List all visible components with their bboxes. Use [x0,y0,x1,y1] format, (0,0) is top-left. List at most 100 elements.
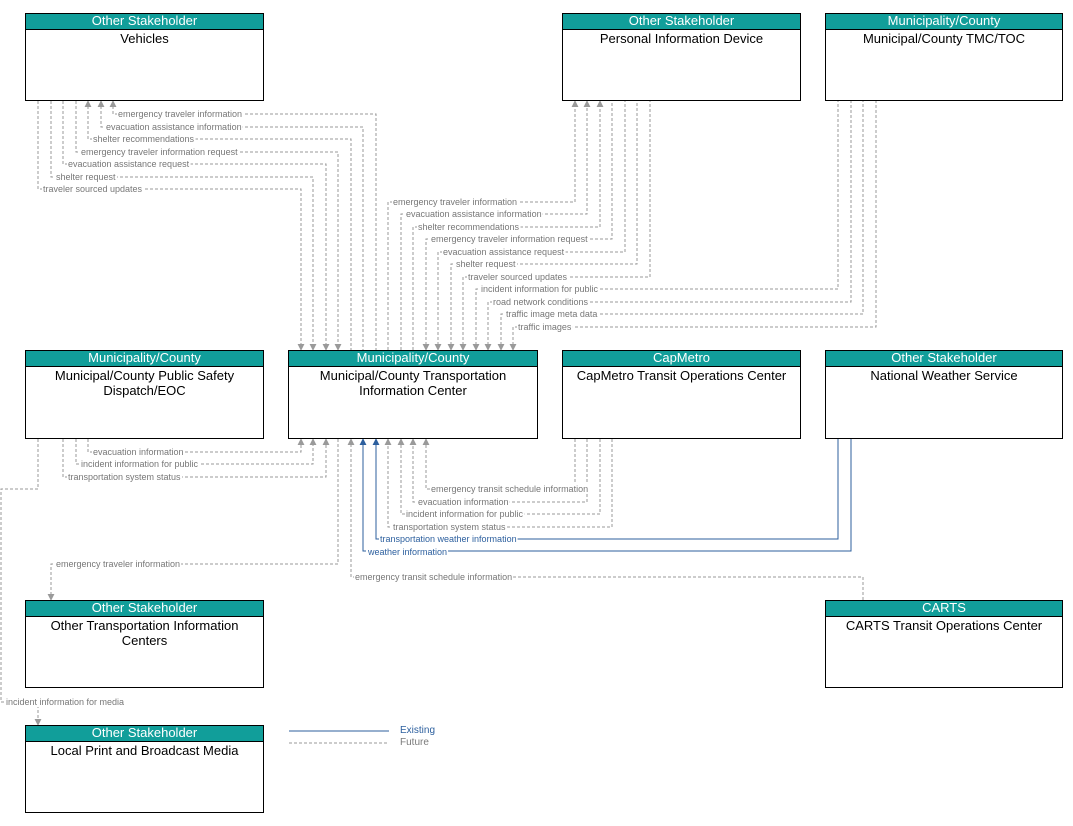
flow-label-pid-tsu: traveler sourced updates [468,272,568,282]
flow-label-backing [92,447,185,457]
flow-label-backing [492,297,590,307]
flow-line-veh-shr [50,101,317,351]
flow-label-pid-eai: evacuation assistance information [406,209,542,219]
node-municipal-county-tmc-toc[interactable]: Municipality/County Municipal/County TMC… [825,13,1063,101]
flow-line-veh-tsu [37,101,305,351]
node-stakeholder: CARTS [826,601,1062,617]
flow-label-nws-wi: weather information [367,547,447,557]
flow-label-backing [405,209,543,219]
flow-label-backing [417,497,510,507]
flow-label-backing [117,109,244,119]
flow-label-otic-eti: emergency traveler information [56,559,180,569]
flow-label-backing [366,547,449,557]
flow-label-backing [55,172,118,182]
node-capmetro-transit-operations[interactable]: CapMetro CapMetro Transit Operations Cen… [562,350,801,439]
flow-label-backing [417,222,521,232]
node-local-print-broadcast-media[interactable]: Other Stakeholder Local Print and Broadc… [25,725,264,813]
flow-label-backing [67,472,183,482]
flow-line-tmc-ti [509,101,877,351]
flow-line-pid-shr [447,101,638,351]
flow-line-psd-iip [75,438,317,465]
flow-label-backing [67,159,191,169]
node-stakeholder: Other Stakeholder [826,351,1062,367]
node-stakeholder: Municipality/County [289,351,537,367]
flow-line-veh-ear [62,101,330,351]
node-other-transportation-information-centers[interactable]: Other Stakeholder Other Transportation I… [25,600,264,688]
flow-label-veh-eai: evacuation assistance information [106,122,242,132]
flow-line-carts-etsi [347,438,864,600]
flow-line-psd-ei [87,438,305,453]
flow-line-tmc-rnc [484,101,852,351]
flow-label-cm-etsi: emergency transit schedule information [431,484,588,494]
flow-label-veh-etir: emergency traveler information request [81,147,238,157]
flow-label-backing [392,522,508,532]
flow-label-psd-ei: evacuation information [93,447,184,457]
flow-label-backing [467,272,569,282]
flow-label-backing [480,284,600,294]
flow-label-tmc-timd: traffic image meta data [506,309,597,319]
flow-label-backing [442,247,566,257]
flow-line-veh-eti [109,100,377,350]
flow-label-backing [505,309,599,319]
flow-line-tmc-iip [472,101,839,351]
node-stakeholder: Other Stakeholder [26,726,263,742]
flow-label-backing [379,534,518,544]
node-stakeholder: Other Stakeholder [26,14,263,30]
flow-line-pid-etir [422,101,613,351]
node-title: Local Print and Broadcast Media [50,743,239,758]
flow-label-backing [80,459,200,469]
node-title: Vehicles [120,31,169,46]
node-personal-information-device[interactable]: Other Stakeholder Personal Information D… [562,13,801,101]
flow-line-veh-sr [84,100,352,350]
flow-labels: emergency traveler information evacuation… [5,109,600,707]
flow-label-psd-iip: incident information for public [81,459,199,469]
flow-line-nws-wi [359,438,852,552]
flow-label-cm-iip: incident information for public [406,509,524,519]
node-stakeholder: CapMetro [563,351,800,367]
node-title: Municipal/County TMC/TOC [862,31,1026,46]
flow-label-veh-tsu: traveler sourced updates [43,184,143,194]
flow-label-backing [455,259,518,269]
flow-label-pid-eti: emergency traveler information [393,197,517,207]
node-title: CARTS Transit Operations Center [845,618,1043,633]
flow-label-nws-twi: transportation weather information [380,534,517,544]
node-title: Personal Information Device [599,31,764,46]
node-title: Municipal/County Public Safety Dispatch/… [54,368,235,398]
node-stakeholder: Municipality/County [826,14,1062,30]
flow-label-pid-shr: shelter request [456,259,516,269]
flow-line-tmc-timd [497,101,864,351]
flow-line-pid-eai [400,100,591,350]
flow-label-pid-ear: evacuation assistance request [443,247,565,257]
flow-line-nws-twi [372,438,839,540]
node-transportation-information-center[interactable]: Municipality/County Municipal/County Tra… [288,350,538,439]
flow-label-veh-shr: shelter request [56,172,116,182]
node-stakeholder: Municipality/County [26,351,263,367]
flow-label-backing [405,509,525,519]
flow-label-backing [92,134,196,144]
flow-line-cm-iip [397,438,601,515]
flow-label-carts-etsi: emergency transit schedule information [355,572,512,582]
flow-line-otic-eti [47,439,339,601]
flow-label-backing [430,234,590,244]
flow-label-backing [80,147,240,157]
node-title: Other Transportation Information Centers [50,618,239,648]
node-public-safety-dispatch[interactable]: Municipality/County Municipal/County Pub… [25,350,264,439]
flow-line-psd-tss [62,438,330,478]
flow-line-cm-etsi [422,438,576,490]
flow-label-tmc-rnc: road network conditions [493,297,589,307]
flow-label-backing [42,184,144,194]
node-carts-transit-operations[interactable]: CARTS CARTS Transit Operations Center [825,600,1063,688]
node-stakeholder: Other Stakeholder [563,14,800,30]
node-title: CapMetro Transit Operations Center [576,368,787,383]
node-national-weather-service[interactable]: Other Stakeholder National Weather Servi… [825,350,1063,439]
flow-label-media-iim: incident information for media [6,697,124,707]
flow-label-cm-ei: evacuation information [418,497,509,507]
node-vehicles[interactable]: Other Stakeholder Vehicles [25,13,264,101]
flow-label-backing [55,559,182,569]
flow-label-pid-sr: shelter recommendations [418,222,520,232]
flow-label-pid-etir: emergency traveler information request [431,234,588,244]
flow-label-backing [392,197,519,207]
flow-label-veh-ear: evacuation assistance request [68,159,190,169]
flow-label-tmc-iip: incident information for public [481,284,599,294]
